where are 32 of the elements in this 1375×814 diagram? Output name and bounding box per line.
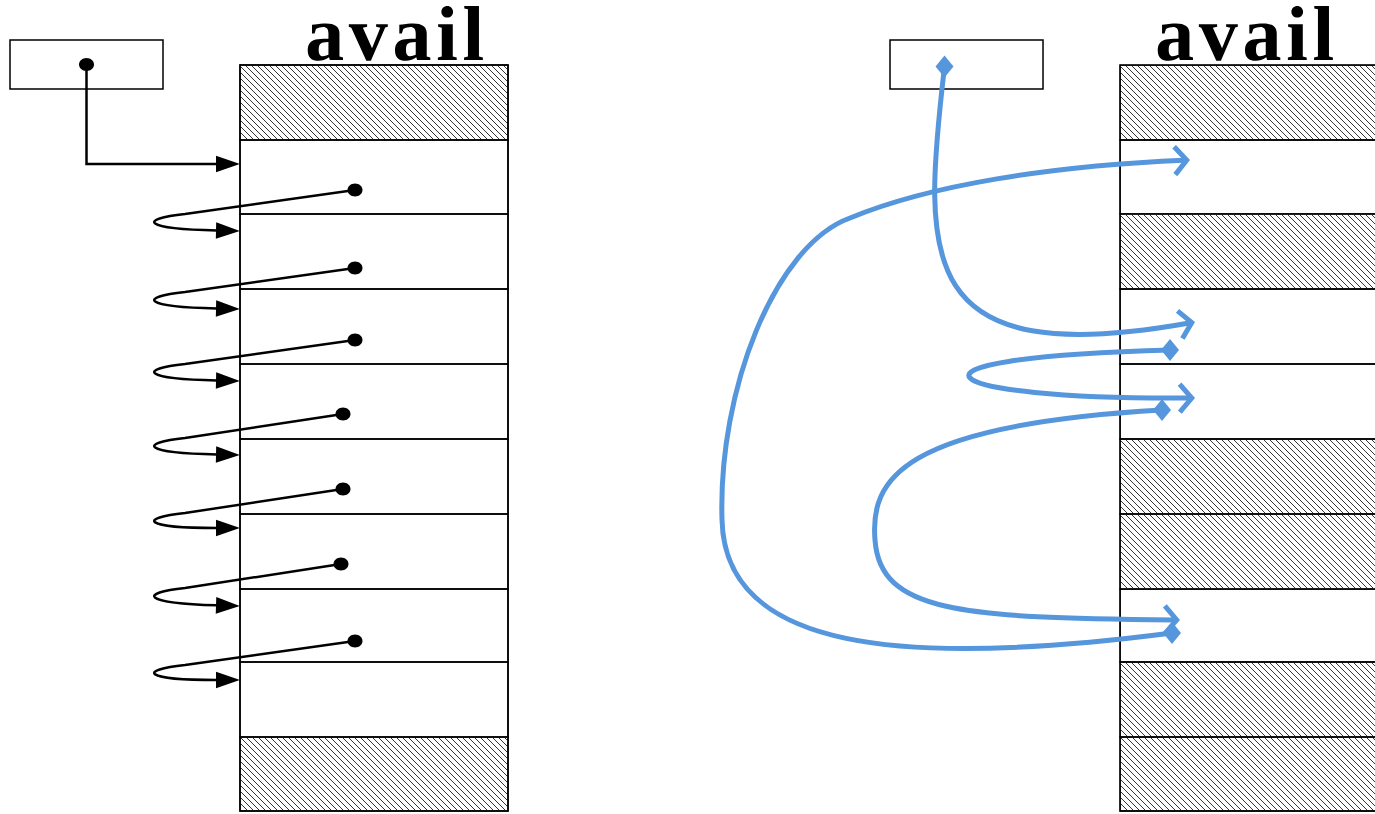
free-block (239, 363, 509, 440)
pointer-arrow (153, 333, 363, 389)
allocated-block (239, 736, 509, 812)
pointer-arrow (153, 261, 363, 317)
free-block (239, 438, 509, 515)
free-block (239, 139, 509, 215)
allocated-block (1119, 438, 1375, 515)
free-block (239, 213, 509, 290)
pointer-box (889, 39, 1044, 90)
allocated-block (1119, 736, 1375, 812)
free-block (239, 513, 509, 590)
free-block (239, 661, 509, 738)
pointer-box (9, 39, 164, 90)
pointer-arrow (967, 339, 1195, 414)
allocated-block (239, 64, 509, 141)
node-label: avail (307, 5, 483, 61)
free-block (239, 288, 509, 365)
free-block (1119, 288, 1375, 365)
allocated-block (1119, 213, 1375, 290)
pointer-arrow (153, 557, 349, 614)
free-block (1119, 588, 1375, 663)
free-block (239, 588, 509, 663)
allocated-block (1119, 661, 1375, 738)
free-block (1119, 139, 1375, 215)
pointer-arrow (719, 144, 1191, 651)
allocated-block (1119, 513, 1375, 590)
pointer-arrow (153, 407, 351, 463)
pointer-arrow (932, 55, 1195, 340)
allocated-block (1119, 64, 1375, 141)
pointer-arrow (153, 183, 363, 239)
node-label: avail (1157, 5, 1333, 61)
free-block (1119, 363, 1375, 440)
